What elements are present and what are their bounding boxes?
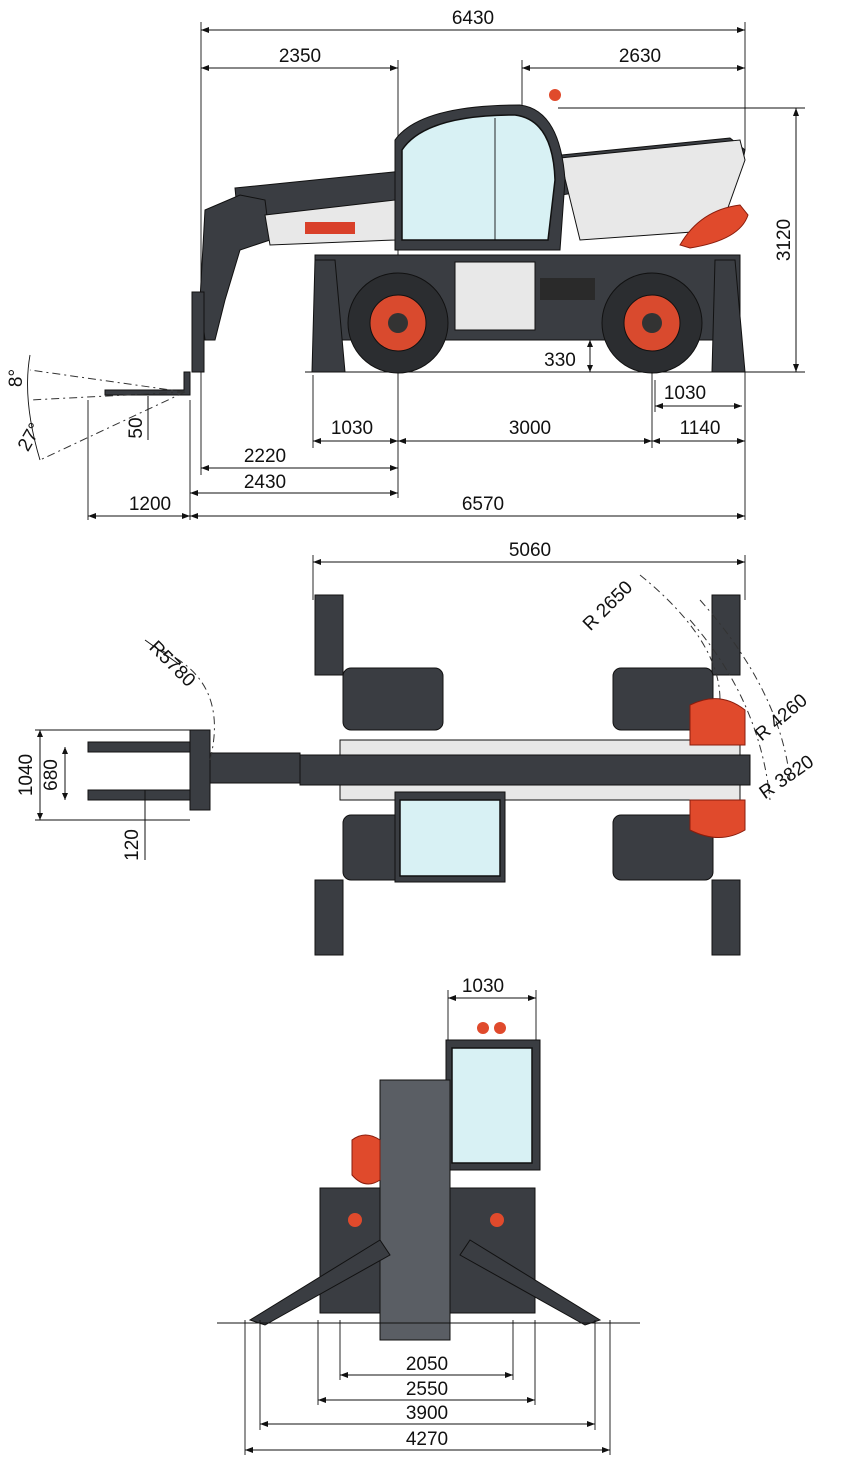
dim-1200: 1200	[129, 494, 171, 515]
dim-1030-rear: 1030	[664, 383, 706, 404]
brand-logo-plate	[305, 222, 355, 234]
dim-1030-cab: 1030	[462, 976, 504, 997]
angle-down: 27°	[14, 420, 47, 455]
radius-4260: R 4260	[751, 690, 811, 745]
dim-1040: 1040	[16, 754, 37, 796]
dim-2550: 2550	[406, 1379, 448, 1400]
dim-330: 330	[544, 350, 576, 371]
dim-50: 50	[126, 417, 147, 438]
dim-3120: 3120	[774, 219, 795, 261]
rear-view: 1030 2050 2550 3900	[217, 976, 640, 1455]
model-badge	[540, 278, 595, 300]
dim-2050: 2050	[406, 1354, 448, 1375]
dim-2350: 2350	[279, 46, 321, 67]
dim-2630: 2630	[619, 46, 661, 67]
dim-5060: 5060	[509, 540, 551, 561]
dim-6430: 6430	[452, 8, 494, 29]
beacon-light	[549, 89, 561, 101]
angle-up: 8°	[6, 369, 27, 387]
dim-680: 680	[41, 759, 62, 791]
rear-counterweight-light	[679, 204, 749, 249]
side-view: 6430 2350 2630 3120	[6, 8, 805, 520]
dim-120: 120	[122, 829, 143, 861]
top-view: 5060 R5780 R 2650 R 4260 R	[16, 540, 818, 956]
dim-4270: 4270	[406, 1429, 448, 1450]
dim-1140: 1140	[680, 418, 721, 439]
dim-2430: 2430	[244, 472, 286, 493]
dim-1030-front: 1030	[331, 418, 373, 439]
dim-2220: 2220	[244, 446, 286, 467]
dim-6570: 6570	[462, 494, 504, 515]
radius-5780: R5780	[145, 637, 199, 691]
cab-glass	[401, 114, 556, 241]
dim-3000: 3000	[509, 418, 551, 439]
radius-2650: R 2650	[579, 577, 637, 635]
dim-3900: 3900	[406, 1403, 448, 1424]
